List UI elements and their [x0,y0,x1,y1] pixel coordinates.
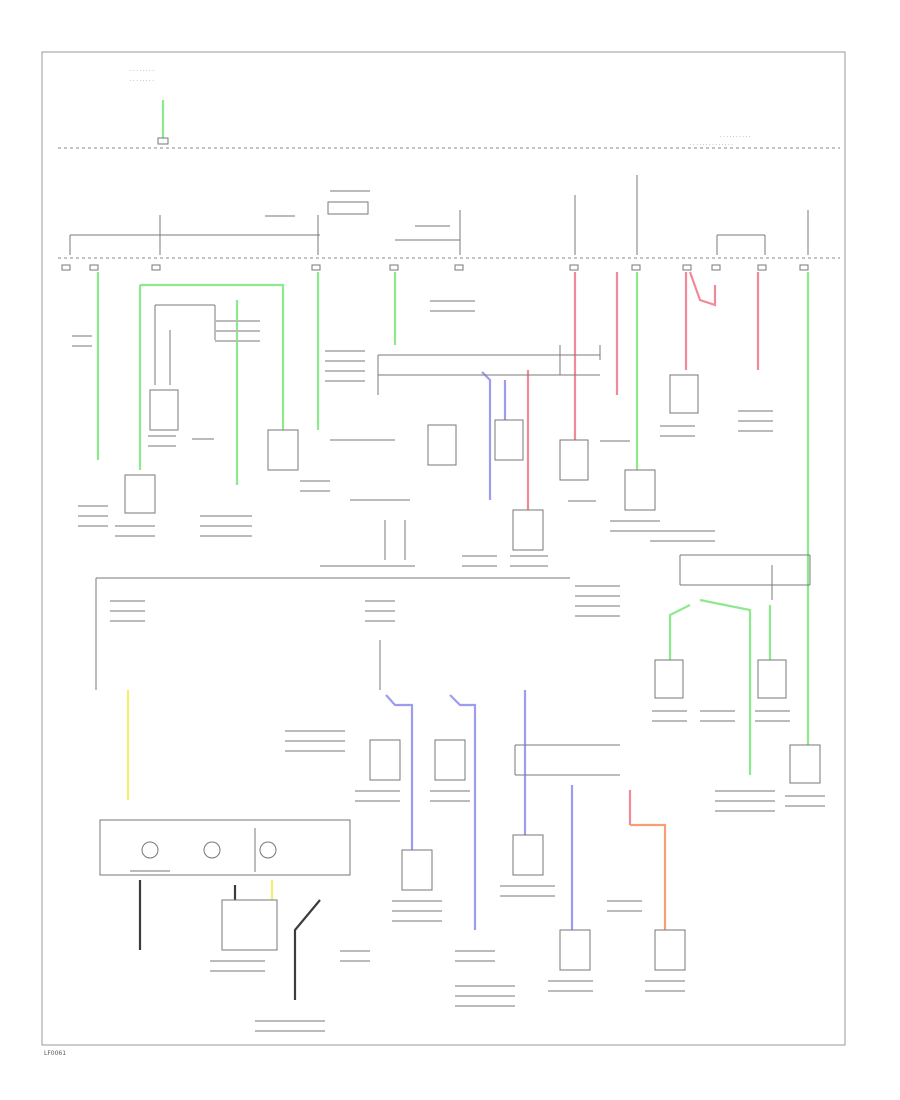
top-source-connector: · · · · · · · · · · · · · · · · [130,68,169,145]
diagram-frame [41,51,846,1046]
green-wires-right [668,598,772,775]
svg-text:· · · · · · · · · · · · · ·: · · · · · · · · · · · · · · [690,142,733,148]
connector-row [61,264,809,271]
orange-wire [630,823,667,930]
red-wires [526,271,760,510]
svg-text:· · · · · · · ·: · · · · · · · · [130,78,154,84]
component-boxes [124,374,821,971]
relay-box [99,819,351,876]
faint-label-marks [72,190,825,1032]
relay-coil-3 [259,841,277,859]
black-wires [138,880,321,1000]
relay-coil-2 [203,841,221,859]
fuse-box-bus [69,175,809,255]
relay-coil-1 [141,841,159,859]
svg-text:· · · · · · · ·: · · · · · · · · [130,68,154,74]
blue-wires [385,371,574,930]
svg-text:· · · · · · · · · ·: · · · · · · · · · · [720,134,751,140]
internal-wiring [95,304,811,776]
green-wires-left [96,272,810,745]
diagram-id-label: LF0061 [44,1050,66,1057]
